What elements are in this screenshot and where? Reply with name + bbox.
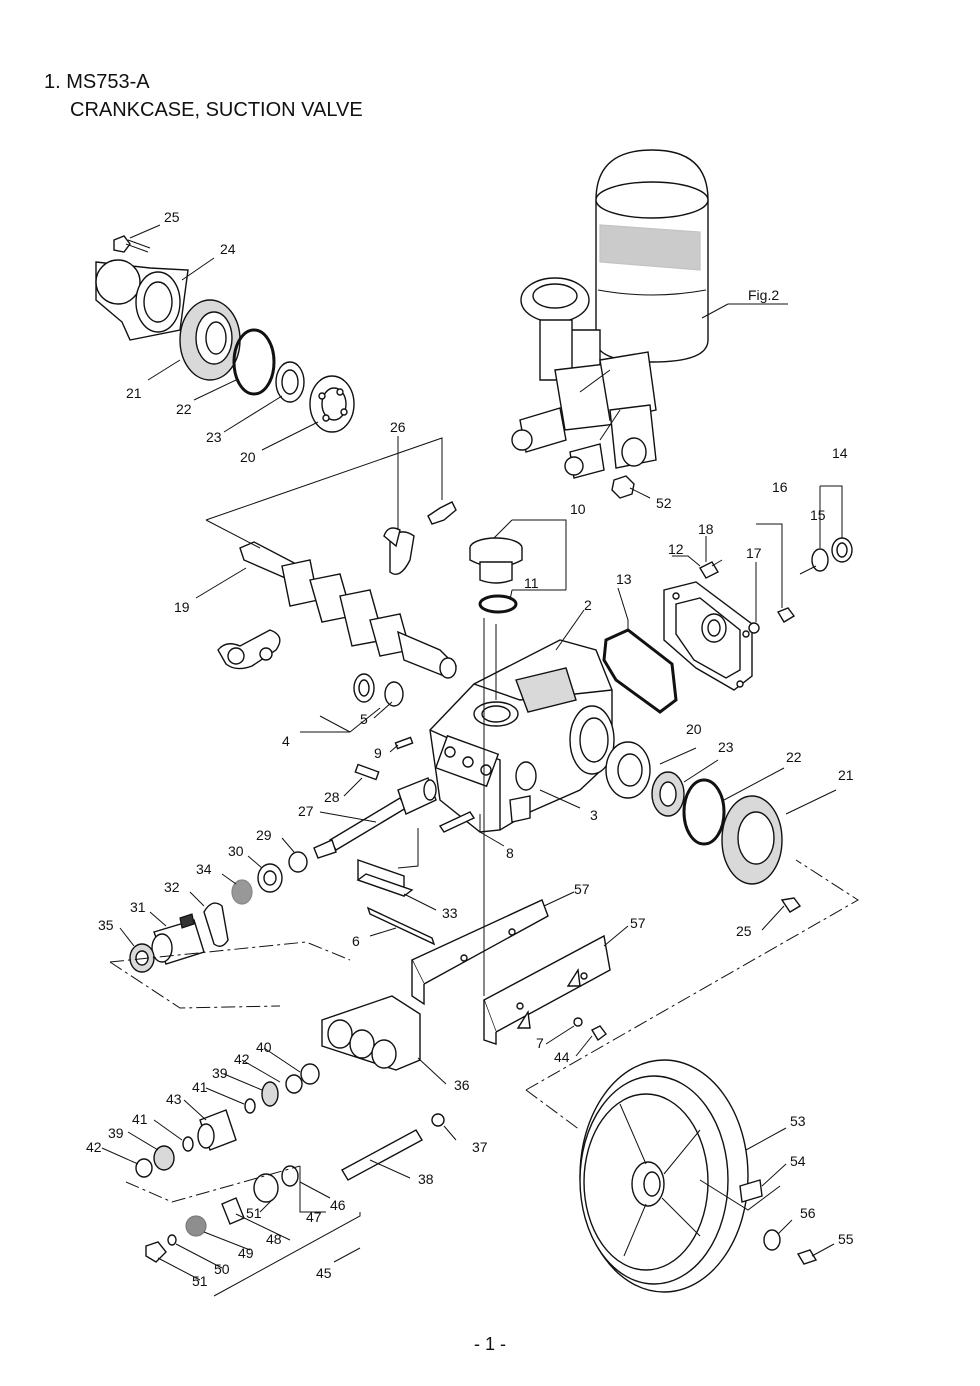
- assembly-boundary: [125, 1165, 301, 1203]
- part-label-57-a: 57: [574, 881, 590, 897]
- part-label-57-b: 57: [630, 915, 646, 931]
- left-bearing-group: [95, 235, 355, 433]
- drawing-title: 1. MS753-A CRANKCASE, SUCTION VALVE: [44, 68, 363, 124]
- plunger-group: [129, 736, 437, 973]
- part-label-42-lower: 42: [86, 1139, 102, 1155]
- part-label-12: 12: [668, 541, 684, 557]
- part-label-5: 5: [360, 711, 368, 727]
- part-label-27: 27: [298, 803, 314, 819]
- part-label-39-lower: 39: [108, 1125, 124, 1141]
- part-label-32: 32: [164, 879, 180, 895]
- crankshaft-assembly: [205, 437, 458, 679]
- assembly-boundary: [109, 961, 281, 1009]
- rear-cover: [663, 581, 753, 691]
- leader-lines: [101, 224, 843, 1297]
- part-label-40: 40: [256, 1039, 272, 1055]
- part-label-31: 31: [130, 899, 146, 915]
- part-label-37: 37: [472, 1139, 488, 1155]
- part-label-42: 42: [234, 1051, 250, 1067]
- part-label-20-right: 20: [686, 721, 702, 737]
- part-label-44: 44: [554, 1049, 570, 1065]
- part-label-36: 36: [454, 1077, 470, 1093]
- part-label-11: 11: [524, 575, 539, 591]
- part-label-47: 47: [306, 1209, 322, 1225]
- part-label-55: 55: [838, 1231, 854, 1247]
- part-label-43: 43: [166, 1091, 182, 1107]
- part-label-15: 15: [810, 507, 826, 523]
- part-label-7: 7: [536, 1035, 544, 1051]
- part-label-39: 39: [212, 1065, 228, 1081]
- part-label-41: 41: [192, 1079, 208, 1095]
- part-label-19: 19: [174, 599, 190, 615]
- part-label-22: 22: [176, 401, 192, 417]
- part-label-6: 6: [352, 933, 360, 949]
- part-label-25: 25: [164, 209, 180, 225]
- part-label-8: 8: [506, 845, 514, 861]
- part-label-38: 38: [418, 1171, 434, 1187]
- right-bearing-group: [605, 741, 802, 913]
- part-label-20: 20: [240, 449, 256, 465]
- part-label-34: 34: [196, 861, 212, 877]
- figure-reference-label: Fig.2: [748, 287, 779, 303]
- part-label-30: 30: [228, 843, 244, 859]
- part-6-stud: [366, 906, 436, 946]
- part-label-2: 2: [584, 597, 592, 613]
- model-number: 1. MS753-A: [44, 71, 150, 93]
- part-label-50: 50: [214, 1261, 230, 1277]
- part-label-18: 18: [698, 521, 714, 537]
- part-label-45: 45: [316, 1265, 332, 1281]
- part-label-29: 29: [256, 827, 272, 843]
- part-label-24: 24: [220, 241, 236, 257]
- valve-housing-group: [135, 995, 445, 1263]
- part-label-9: 9: [374, 745, 382, 761]
- pulley-group: [579, 1059, 818, 1293]
- crankcase-body: [429, 639, 615, 833]
- part-label-28: 28: [324, 789, 340, 805]
- assembly-boundary: [525, 859, 859, 1091]
- part-label-16: 16: [772, 479, 788, 495]
- assembly-boundary: [109, 941, 351, 963]
- part-label-46: 46: [330, 1197, 346, 1213]
- part-label-56: 56: [800, 1205, 816, 1221]
- assembly-name: CRANKCASE, SUCTION VALVE: [70, 99, 363, 121]
- part-label-4: 4: [282, 733, 290, 749]
- part-label-23-right: 23: [718, 739, 734, 755]
- part-label-10: 10: [570, 501, 586, 517]
- oil-seal-4-5: [353, 673, 404, 707]
- small-parts-14-18: [699, 537, 853, 634]
- part-label-13: 13: [616, 571, 632, 587]
- part-label-48: 48: [266, 1231, 282, 1247]
- part-13-gasket: [602, 628, 678, 714]
- assembly-boundary: [525, 1089, 581, 1131]
- part-label-25-right: 25: [736, 923, 752, 939]
- part-label-41-lower: 41: [132, 1111, 148, 1127]
- part-label-21-right: 21: [838, 767, 854, 783]
- page-number: - 1 -: [473, 1334, 506, 1354]
- base-rails: [411, 899, 611, 1045]
- part-label-52: 52: [656, 495, 672, 511]
- part-label-49: 49: [238, 1245, 254, 1261]
- part-label-54: 54: [790, 1153, 806, 1169]
- part-label-22-right: 22: [786, 749, 802, 765]
- part-label-51-upper: 51: [246, 1205, 262, 1221]
- part-label-53: 53: [790, 1113, 806, 1129]
- part-label-26: 26: [390, 419, 406, 435]
- part-label-51-lower: 51: [192, 1273, 208, 1289]
- part-label-35: 35: [98, 917, 114, 933]
- part-label-21: 21: [126, 385, 142, 401]
- part-8-stud: [438, 811, 476, 833]
- part-label-23: 23: [206, 429, 222, 445]
- part-label-14: 14: [832, 445, 848, 461]
- part-label-33: 33: [442, 905, 458, 921]
- accumulator-valve-assembly: [511, 149, 709, 479]
- part-52-plug: [611, 475, 635, 499]
- oil-filler-cap: [469, 537, 523, 614]
- part-label-3: 3: [590, 807, 598, 823]
- part-label-17: 17: [746, 545, 762, 561]
